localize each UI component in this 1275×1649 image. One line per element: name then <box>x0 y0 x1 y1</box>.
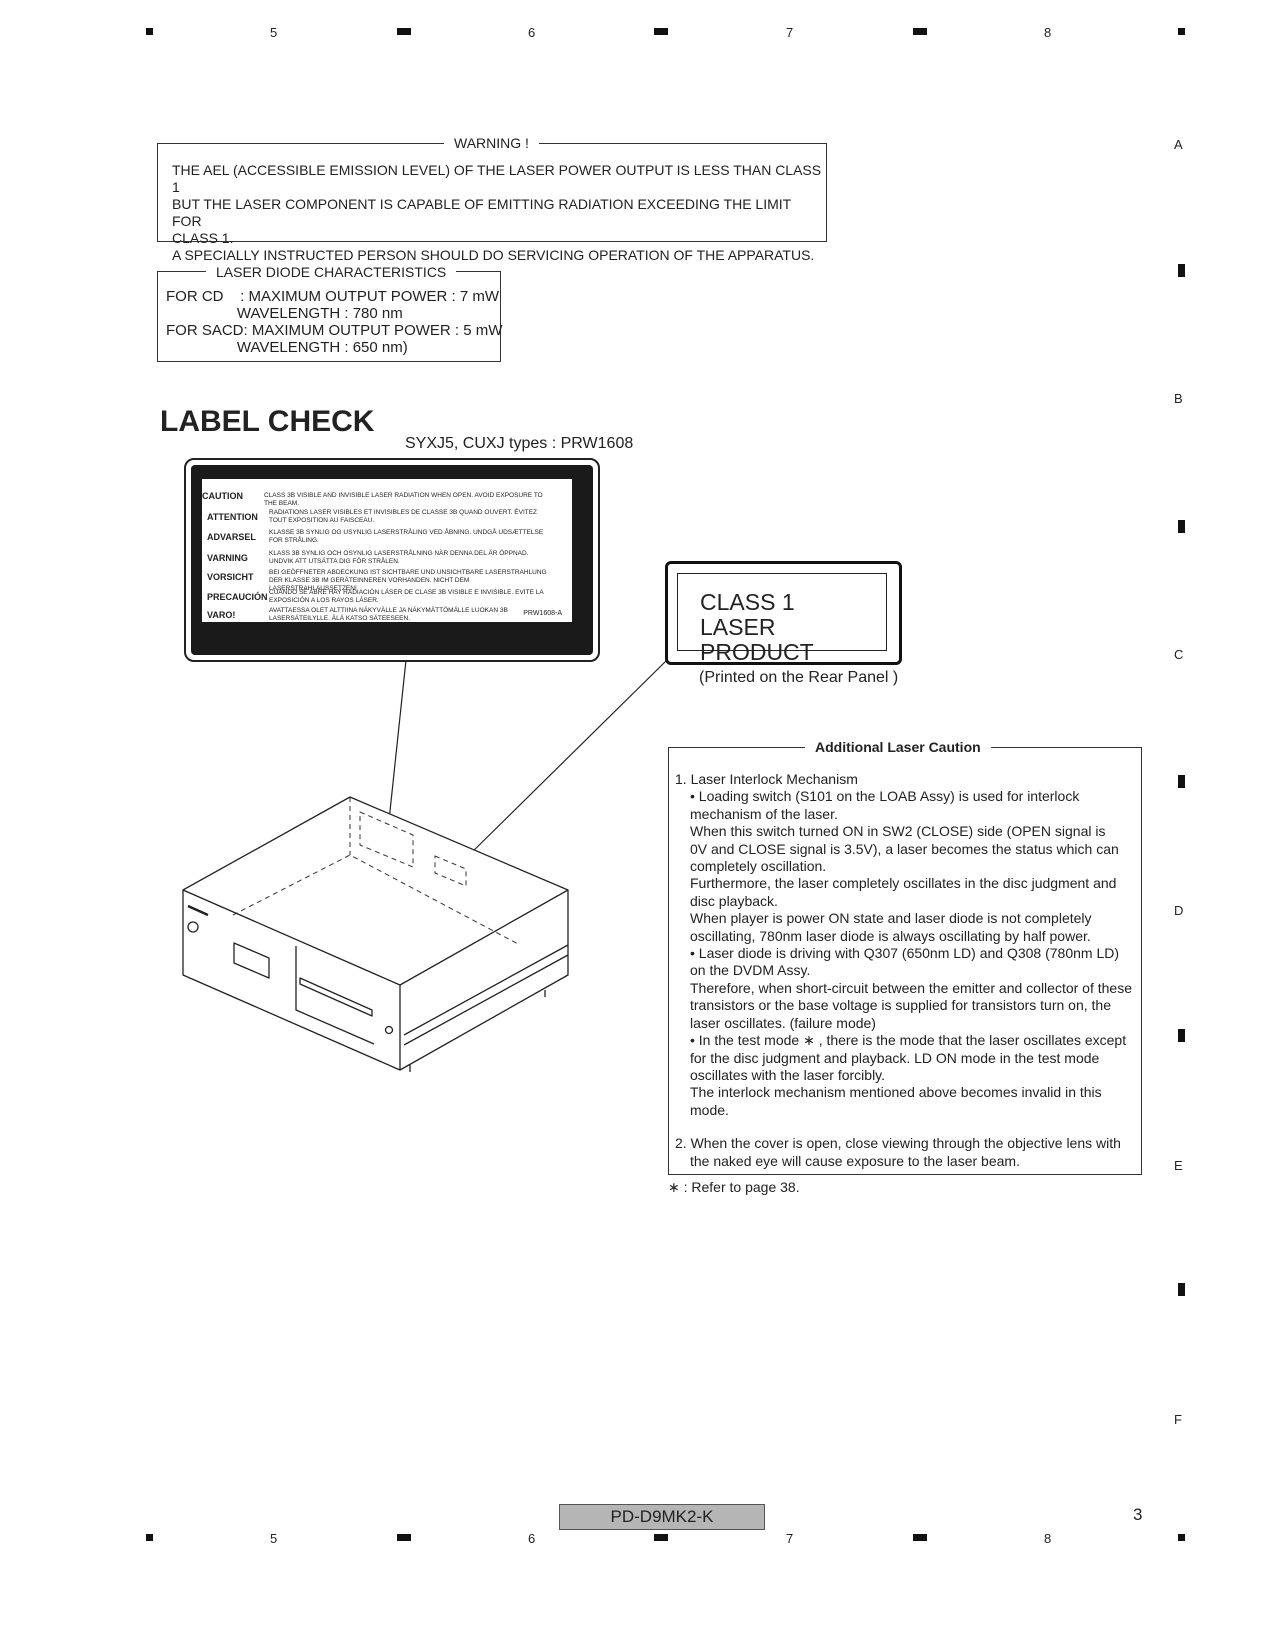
footnote: ∗ : Refer to page 38. <box>668 1179 800 1195</box>
column-number: 5 <box>270 1531 278 1546</box>
class1-text: CLASS 1 LASER PRODUCT <box>700 590 886 665</box>
caution-label-frame: CAUTION CLASS 3B VISIBLE AND INVISIBLE L… <box>184 458 600 662</box>
margin-mark <box>1178 264 1185 277</box>
caution-label-border: CAUTION CLASS 3B VISIBLE AND INVISIBLE L… <box>191 465 593 655</box>
column-number: 6 <box>528 25 536 40</box>
class1-inner: CLASS 1 LASER PRODUCT <box>677 573 887 665</box>
margin-mark <box>913 1534 927 1541</box>
front-button <box>384 1025 394 1035</box>
warning-line: BUT THE LASER COMPONENT IS CAPABLE OF EM… <box>172 196 791 229</box>
column-number: 7 <box>786 25 794 40</box>
margin-mark <box>397 28 411 35</box>
corner-mark <box>1178 1534 1185 1541</box>
front-tray-outline <box>295 946 375 1045</box>
warning-text: THE AEL (ACCESSIBLE EMISSION LEVEL) OF T… <box>172 162 822 264</box>
leader-line <box>461 659 668 863</box>
class1-line: LASER PRODUCT <box>700 614 814 665</box>
column-number: 7 <box>786 1531 794 1546</box>
warning-line: A SPECIALLY INSTRUCTED PERSON SHOULD DO … <box>172 247 815 263</box>
chassis-right-face <box>399 890 569 1071</box>
model-number: PD-D9MK2-K <box>559 1504 765 1530</box>
spec-line: FOR SACD: MAXIMUM OUTPUT POWER : 5 mW <box>166 322 503 339</box>
chassis-left-face <box>182 890 401 1071</box>
additional-caution-text: 1. Laser Interlock Mechanism • Loading s… <box>675 771 1137 1170</box>
spec-line: FOR CD : MAXIMUM OUTPUT POWER : 7 mW <box>166 288 500 305</box>
label-check-title: LABEL CHECK <box>160 405 375 438</box>
page-number: 3 <box>1133 1505 1143 1524</box>
margin-mark <box>1178 1283 1185 1296</box>
label-location-2 <box>434 855 467 887</box>
row-letter: A <box>1174 137 1183 152</box>
margin-mark <box>654 28 668 35</box>
caution-label-body: CAUTION CLASS 3B VISIBLE AND INVISIBLE L… <box>202 479 572 622</box>
label-check-subtitle: SYXJ5, CUXJ types : PRW1608 <box>405 435 634 452</box>
additional-caution-box: 1. Laser Interlock Mechanism • Loading s… <box>668 747 1142 1175</box>
spec-line: WAVELENGTH : 780 nm <box>166 305 403 322</box>
caution-item-heading: 2. When the cover is open, close viewing… <box>675 1135 1121 1152</box>
margin-mark <box>1178 520 1185 533</box>
caution-item-heading: 1. Laser Interlock Mechanism <box>675 771 858 787</box>
corner-mark <box>146 1534 153 1541</box>
label-location-1 <box>359 811 414 868</box>
row-letter: E <box>1174 1158 1183 1173</box>
column-number: 6 <box>528 1531 536 1546</box>
margin-mark <box>1178 1029 1185 1042</box>
laser-diode-specs: FOR CD : MAXIMUM OUTPUT POWER : 7 mW WAV… <box>166 288 502 356</box>
laser-diode-title: LASER DIODE CHARACTERISTICS <box>206 264 457 280</box>
corner-mark <box>146 28 153 35</box>
disc-slot <box>299 977 373 1017</box>
power-knob <box>187 921 199 933</box>
warning-box: THE AEL (ACCESSIBLE EMISSION LEVEL) OF T… <box>157 143 827 263</box>
corner-mark <box>1178 28 1185 35</box>
margin-mark <box>913 28 927 35</box>
warning-line: CLASS 1. <box>172 230 234 246</box>
margin-mark <box>1178 775 1185 788</box>
column-number: 8 <box>1044 25 1052 40</box>
column-number: 8 <box>1044 1531 1052 1546</box>
leader-line <box>387 659 407 831</box>
margin-mark <box>397 1534 411 1541</box>
class1-line: CLASS 1 <box>700 589 795 615</box>
additional-caution-title: Additional Laser Caution <box>805 739 991 755</box>
column-number: 5 <box>270 25 278 40</box>
class1-note: (Printed on the Rear Panel ) <box>699 669 899 686</box>
chassis-top <box>182 796 569 986</box>
laser-diode-box: FOR CD : MAXIMUM OUTPUT POWER : 7 mW WAV… <box>157 271 502 362</box>
row-letter: D <box>1174 903 1184 918</box>
row-letter: B <box>1174 391 1183 406</box>
display-window <box>233 942 270 979</box>
spec-line: WAVELENGTH : 650 nm) <box>166 339 408 356</box>
margin-mark <box>654 1534 668 1541</box>
caution-label-code: PRW1608-A <box>523 610 562 617</box>
row-letter: F <box>1174 1412 1182 1427</box>
warning-line: THE AEL (ACCESSIBLE EMISSION LEVEL) OF T… <box>172 162 822 195</box>
warning-title: WARNING ! <box>444 135 539 151</box>
row-letter: C <box>1174 647 1184 662</box>
class1-label: CLASS 1 LASER PRODUCT <box>665 561 902 665</box>
